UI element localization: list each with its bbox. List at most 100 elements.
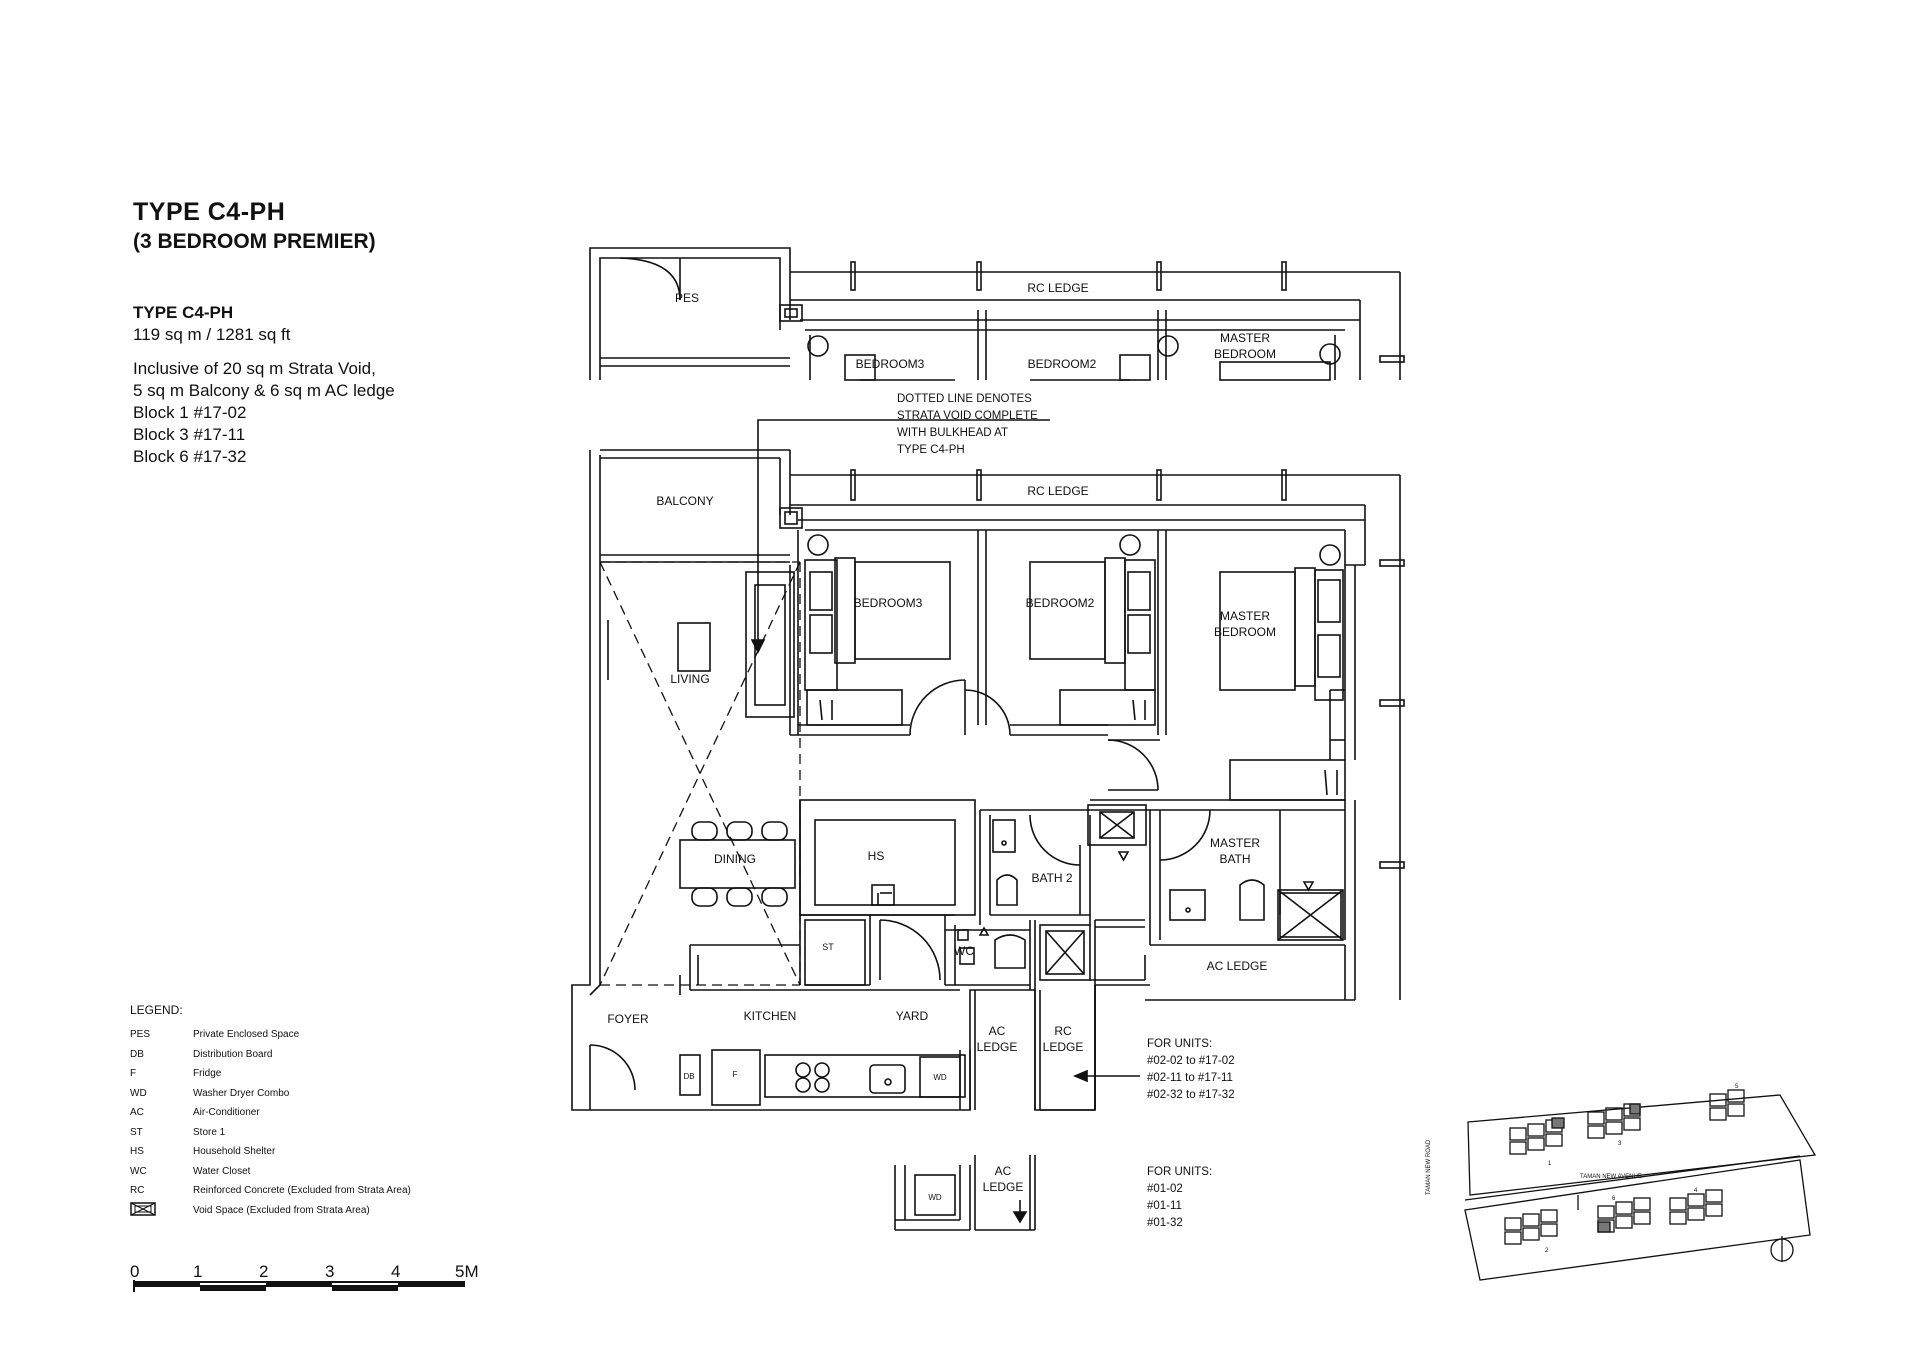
- key-plan-road: TAMAN NEW AVENUE: [1580, 1174, 1642, 1180]
- key-plan-block-4: 4: [1694, 1188, 1698, 1194]
- legend-desc: Distribution Board: [193, 1048, 273, 1060]
- units-lower-line-2: #01-11: [1147, 1200, 1182, 1212]
- room-label-wc: WC: [954, 944, 974, 958]
- scale-label: 1: [193, 1262, 203, 1281]
- void-symbol-icon: [130, 1202, 193, 1219]
- scale-label: 2: [259, 1262, 269, 1281]
- key-plan: [1464, 1089, 1817, 1281]
- block-cluster-2: [1504, 1209, 1558, 1245]
- room-label-pes: PES: [675, 291, 699, 305]
- room-label-ac-lower-1: AC: [995, 1164, 1012, 1178]
- room-label-master-bath-2: BATH: [1219, 852, 1250, 866]
- room-label-ac-ledge-1: AC: [989, 1024, 1006, 1038]
- units-upper-line-1: #02-02 to #17-02: [1147, 1055, 1235, 1067]
- room-label-bedroom2-upper: BEDROOM2: [1028, 357, 1097, 371]
- legend-abbr: RC: [130, 1185, 145, 1197]
- legend-desc: Water Closet: [193, 1165, 251, 1177]
- key-plan-side-road: TAMAN NEW ROAD: [1426, 1139, 1432, 1195]
- page-subtitle: (3 BEDROOM PREMIER): [133, 230, 376, 253]
- unit-info: TYPE C4-PH 119 sq m / 1281 sq ft Inclusi…: [133, 302, 395, 468]
- legend-row: RC Reinforced Concrete (Excluded from Str…: [130, 1181, 411, 1201]
- legend-row: ST Store 1: [130, 1123, 411, 1143]
- unit-type-label: TYPE C4-PH: [133, 303, 234, 322]
- room-label-hs: HS: [868, 849, 885, 863]
- room-label-bedroom3-upper: BEDROOM3: [856, 357, 925, 371]
- scale-label: 3: [325, 1262, 335, 1281]
- room-label-master-bedroom-1: MASTER: [1220, 609, 1270, 623]
- room-label-dining: DINING: [714, 852, 756, 866]
- legend-abbr: PES: [130, 1029, 151, 1041]
- units-lower-heading: FOR UNITS:: [1147, 1166, 1212, 1178]
- legend-desc: Void Space (Excluded from Strata Area): [193, 1204, 370, 1216]
- block-cluster-5: [1709, 1089, 1745, 1121]
- room-label-yard: YARD: [896, 1009, 929, 1023]
- strata-note-line-1: DOTTED LINE DENOTES: [897, 393, 1032, 405]
- key-plan-block-2: 2: [1545, 1248, 1549, 1254]
- upper-floor-partial: [589, 247, 1405, 381]
- legend-row: PES Private Enclosed Space: [130, 1025, 411, 1045]
- legend-abbr: WC: [130, 1165, 147, 1177]
- strata-note-line-2: STRATA VOID COMPLETE: [897, 410, 1038, 422]
- block-cluster-3: [1587, 1103, 1641, 1139]
- legend-abbr: AC: [130, 1107, 144, 1119]
- room-label-bedroom3: BEDROOM3: [854, 596, 923, 610]
- room-label-balcony: BALCONY: [656, 494, 713, 508]
- appliance-label-wd-lower: WD: [928, 1193, 942, 1202]
- main-floor-plan: [571, 419, 1405, 1111]
- legend-row: DB Distribution Board: [130, 1045, 411, 1065]
- key-plan-block-3: 3: [1618, 1141, 1622, 1147]
- unit-block-1: Block 1 #17-02: [133, 403, 247, 422]
- key-plan-block-5: 5: [1735, 1084, 1739, 1090]
- legend-desc: Washer Dryer Combo: [193, 1087, 290, 1099]
- legend-desc: Reinforced Concrete (Excluded from Strat…: [193, 1185, 411, 1197]
- unit-block-3: Block 3 #17-11: [133, 425, 246, 444]
- legend-desc: Fridge: [193, 1068, 222, 1080]
- page-title: TYPE C4-PH: [133, 198, 286, 226]
- appliance-label-f: F: [733, 1070, 738, 1079]
- units-lower-line-1: #01-02: [1147, 1183, 1183, 1195]
- unit-note-1: Inclusive of 20 sq m Strata Void,: [133, 359, 376, 378]
- lower-floor-partial: [894, 1155, 1036, 1231]
- strata-note-line-4: TYPE C4-PH: [897, 444, 965, 456]
- room-label-rc-ledge-1: RC: [1054, 1024, 1072, 1038]
- legend-abbr: F: [130, 1068, 137, 1080]
- scale-label: 0: [130, 1262, 140, 1281]
- room-label-kitchen: KITCHEN: [744, 1009, 797, 1023]
- units-upper-heading: FOR UNITS:: [1147, 1038, 1212, 1050]
- room-label-master-upper-2: BEDROOM: [1214, 347, 1276, 361]
- unit-area: 119 sq m / 1281 sq ft: [133, 325, 291, 344]
- legend-abbr: ST: [130, 1126, 143, 1138]
- room-label-bath2: BATH 2: [1031, 871, 1072, 885]
- room-label-living: LIVING: [670, 672, 709, 686]
- unit-block-6: Block 6 #17-32: [133, 447, 247, 466]
- scale-bar-graphic: [133, 1280, 465, 1292]
- strata-note-line-3: WITH BULKHEAD AT: [897, 427, 1008, 439]
- legend-row: F Fridge: [130, 1064, 411, 1084]
- room-label-foyer: FOYER: [607, 1012, 649, 1026]
- legend-row: WC Water Closet: [130, 1162, 411, 1182]
- legend-abbr: HS: [130, 1146, 144, 1158]
- room-label-ac-lower-2: LEDGE: [983, 1180, 1024, 1194]
- legend-desc: Private Enclosed Space: [193, 1029, 300, 1041]
- units-upper-line-2: #02-11 to #17-11: [1147, 1072, 1233, 1084]
- key-plan-labels: TAMAN NEW AVENUE 1 2 3 4 5 6 TAMAN NEW R…: [1426, 1084, 1739, 1254]
- legend-desc: Household Shelter: [193, 1146, 276, 1158]
- block-cluster-6: [1597, 1197, 1651, 1233]
- legend-abbr: DB: [130, 1048, 144, 1060]
- block-cluster-4: [1669, 1189, 1723, 1225]
- key-plan-block-6: 6: [1612, 1196, 1616, 1202]
- units-upper-line-3: #02-32 to #17-32: [1147, 1089, 1235, 1101]
- legend-heading: LEGEND:: [130, 1003, 183, 1017]
- legend-desc: Store 1: [193, 1126, 226, 1138]
- room-label-rc-ledge: RC LEDGE: [1027, 484, 1088, 498]
- appliance-label-wd: WD: [933, 1073, 947, 1082]
- room-label-master-upper-1: MASTER: [1220, 331, 1270, 345]
- room-label-ac-ledge-2: LEDGE: [977, 1040, 1018, 1054]
- scale-label: 5M: [455, 1262, 479, 1281]
- units-lower-line-3: #01-32: [1147, 1217, 1183, 1229]
- key-plan-block-1: 1: [1548, 1161, 1552, 1167]
- legend-row: Void Space (Excluded from Strata Area): [130, 1201, 411, 1221]
- legend-desc: Air-Conditioner: [193, 1107, 260, 1119]
- legend-row: AC Air-Conditioner: [130, 1103, 411, 1123]
